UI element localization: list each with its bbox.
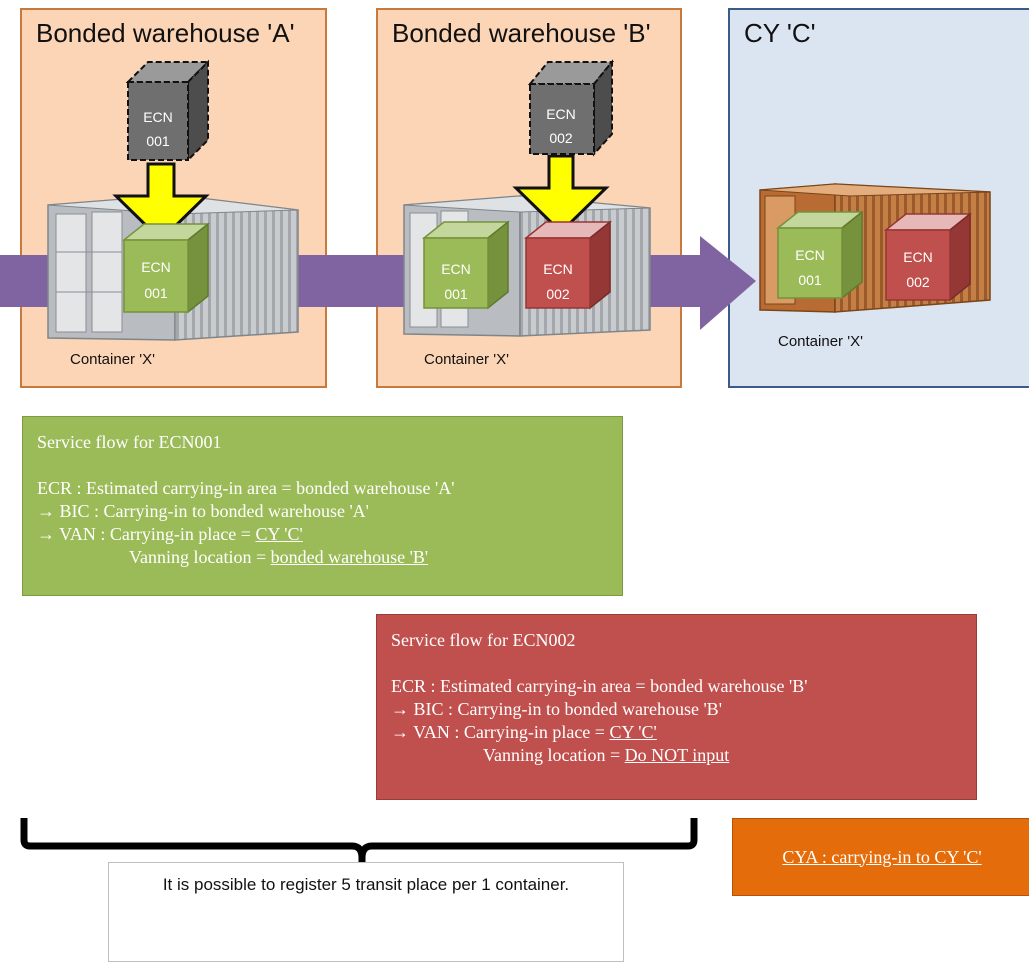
flow-ecn001-line3-value: CY 'C' xyxy=(255,524,303,544)
cya-label: CYA : carrying-in to CY 'C' xyxy=(782,846,982,867)
note-box: It is possible to register 5 transit pla… xyxy=(108,862,624,962)
flow-ecn001-title: Service flow for ECN001 xyxy=(37,432,222,452)
cube-green-ecn001-c: ECN 001 xyxy=(775,210,865,300)
zone-c-title: CY 'C' xyxy=(744,18,816,48)
cube-green-ecn001-a-number: 001 xyxy=(144,285,168,301)
flow-ecn002-line1: ECR : Estimated carrying-in area = bonde… xyxy=(391,676,808,696)
zone-a-title: Bonded warehouse 'A' xyxy=(36,18,295,48)
cube-red-ecn002-b-label: ECN xyxy=(543,261,573,277)
container-a-caption: Container 'X' xyxy=(70,351,155,368)
flow-ecn001-line3-prefix: → VAN : Carrying-in place = xyxy=(37,524,256,544)
cube-red-ecn002-c-label: ECN xyxy=(903,249,933,265)
cube-green-ecn001-a: ECN 001 xyxy=(121,222,211,314)
cube-red-ecn002-b-number: 002 xyxy=(546,286,570,302)
cube-gray-ecn002: ECN 002 xyxy=(527,59,615,157)
cube-gray-ecn001: ECN 001 xyxy=(125,59,211,163)
flow-ecn001-line4-value: bonded warehouse 'B' xyxy=(270,547,429,567)
flow-ecn001-line4-prefix: Vanning location = xyxy=(129,547,271,567)
cube-gray-ecn002-label: ECN xyxy=(546,106,576,122)
cube-green-ecn001-c-number: 001 xyxy=(798,272,822,288)
cube-gray-ecn001-number: 001 xyxy=(146,133,170,149)
service-flow-ecn002: Service flow for ECN002 ECR : Estimated … xyxy=(376,614,977,800)
flow-ecn002-line4-prefix: Vanning location = xyxy=(483,745,625,765)
cube-green-ecn001-c-label: ECN xyxy=(795,247,825,263)
flow-ecn002-line4-value: Do NOT input xyxy=(624,745,730,765)
cube-gray-ecn002-number: 002 xyxy=(549,130,573,146)
cube-green-ecn001-b-number: 001 xyxy=(444,286,468,302)
drop-arrow-a xyxy=(112,162,210,243)
flow-ecn001-line1: ECR : Estimated carrying-in area = bonde… xyxy=(37,478,455,498)
flow-ecn002-title: Service flow for ECN002 xyxy=(391,630,576,650)
note-text: It is possible to register 5 transit pla… xyxy=(162,875,570,894)
flow-ecn002-line2: → BIC : Carrying-in to bonded warehouse … xyxy=(391,699,722,719)
zone-b-title: Bonded warehouse 'B' xyxy=(392,18,651,48)
drop-arrow-b xyxy=(512,154,610,235)
cube-red-ecn002-b: ECN 002 xyxy=(523,220,613,310)
cube-red-ecn002-c: ECN 002 xyxy=(883,212,973,302)
cube-green-ecn001-b-label: ECN xyxy=(441,261,471,277)
container-c-caption: Container 'X' xyxy=(778,333,863,350)
flow-ecn001-line2: → BIC : Carrying-in to bonded warehouse … xyxy=(37,501,369,521)
cube-green-ecn001-a-label: ECN xyxy=(141,259,171,275)
cube-red-ecn002-c-number: 002 xyxy=(906,274,930,290)
flow-ecn002-line3-prefix: → VAN : Carrying-in place = xyxy=(391,722,610,742)
container-b-caption: Container 'X' xyxy=(424,351,509,368)
cube-green-ecn001-b: ECN 001 xyxy=(421,220,511,310)
cube-gray-ecn001-label: ECN xyxy=(143,109,173,125)
cya-box: CYA : carrying-in to CY 'C' xyxy=(732,818,1029,896)
flow-ecn002-line3-value: CY 'C' xyxy=(609,722,657,742)
service-flow-ecn001: Service flow for ECN001 ECR : Estimated … xyxy=(22,416,623,596)
